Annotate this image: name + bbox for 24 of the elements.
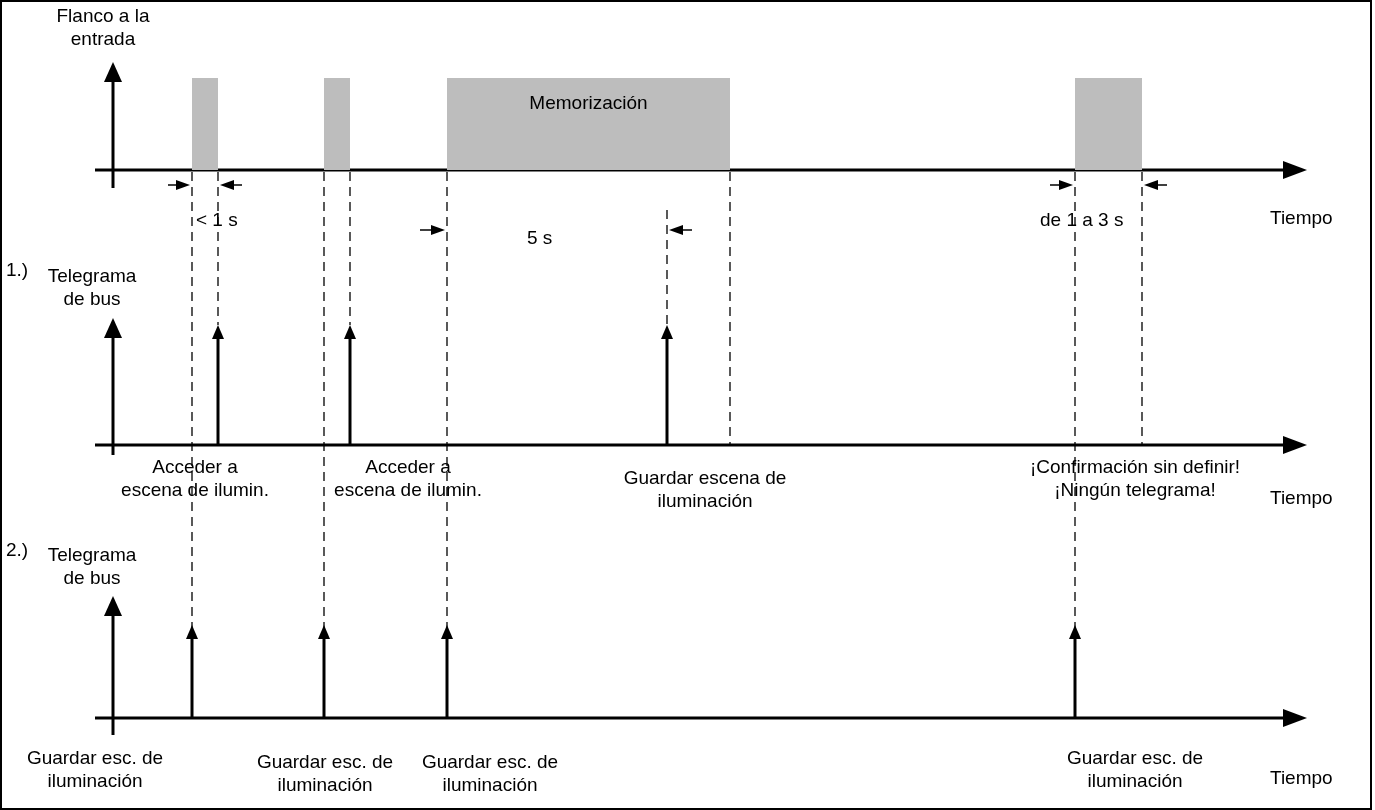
duration-label: 5 s (527, 226, 553, 249)
axis-label: Tiempo (1270, 486, 1333, 509)
event-label: Acceder a escena de ilumin. (333, 455, 483, 501)
event-label: Guardar esc. de iluminación (255, 750, 395, 796)
event-label: ¡Confirmación sin definir! ¡Ningún telegrama! (1028, 455, 1242, 501)
pulse-bar (324, 78, 350, 170)
pulse-bar (1075, 78, 1142, 170)
event-label: Guardar escena de iluminación (622, 466, 788, 512)
event-label: Guardar esc. de iluminación (1065, 746, 1205, 792)
duration-label: < 1 s (196, 208, 238, 231)
axis-label: Tiempo (1270, 206, 1333, 229)
pulse-bar (192, 78, 218, 170)
axis-title: Telegrama de bus (46, 543, 138, 589)
pulse-label: Memorización (529, 92, 648, 114)
event-label: Guardar esc. de iluminación (25, 746, 165, 792)
axis-label: Tiempo (1270, 766, 1333, 789)
axis-title: Flanco a la entrada (55, 4, 151, 50)
row-number: 1.) (6, 258, 29, 281)
event-label: Guardar esc. de iluminación (420, 750, 560, 796)
row-number: 2.) (6, 538, 29, 561)
duration-label: de 1 a 3 s (1040, 208, 1124, 231)
pulse-bar (447, 78, 730, 170)
axis-title: Telegrama de bus (46, 264, 138, 310)
event-label: Acceder a escena de ilumin. (120, 455, 270, 501)
